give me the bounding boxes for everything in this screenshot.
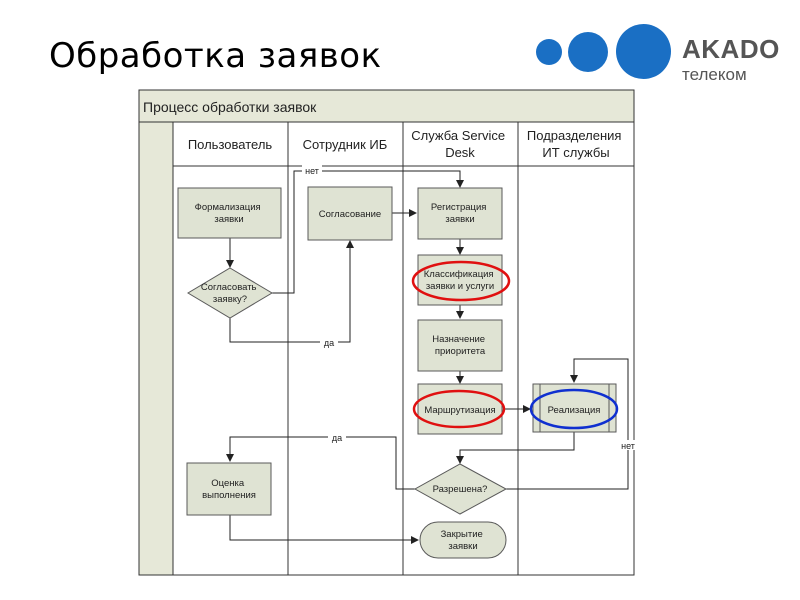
node-registration: Регистрация заявки <box>417 187 503 240</box>
highlight-ellipse-blue <box>529 388 619 430</box>
node-routing-label: Маршрутизация <box>424 405 495 416</box>
edge-label-yes-left: да <box>324 338 334 348</box>
node-approve-decision: Согласовать заявку? <box>187 267 273 319</box>
node-closing: Закрытие заявки <box>419 521 507 559</box>
company-logo: AKADO телеком <box>536 24 779 84</box>
node-classification: Классификация заявки и услуги <box>411 254 511 306</box>
edge-no-to-registration <box>272 170 464 294</box>
node-classification-label: Классификация заявки и услуги <box>424 269 496 292</box>
node-priority-label: Назначение приоритета <box>432 334 487 357</box>
edge-assessment-to-closing <box>229 515 419 544</box>
node-priority: Назначение приоритета <box>417 319 503 372</box>
node-formalize-label: Формализация заявки <box>195 202 264 225</box>
node-resolved-decision: Разрешена? <box>413 463 508 515</box>
node-realization-label: Реализация <box>548 405 601 416</box>
node-resolved-decision-label: Разрешена? <box>433 484 488 495</box>
edge-label-bg <box>302 165 322 175</box>
edge-label-no-right: нет <box>621 441 635 451</box>
node-registration-label: Регистрация заявки <box>431 202 489 225</box>
edge-yes-to-assessment <box>226 436 415 490</box>
diagram-title-bar <box>138 89 635 123</box>
diagram-title: Процесс обработки заявок <box>143 99 317 115</box>
lane-header-security: Сотрудник ИБ <box>303 137 388 152</box>
node-assessment-label: Оценка выполнения <box>202 478 256 501</box>
node-assessment: Оценка выполнения <box>186 462 272 516</box>
edge-label-no-top: нет <box>305 166 319 176</box>
edge-label-bg <box>618 440 638 450</box>
node-approval: Согласование <box>307 186 393 241</box>
edge-yes-to-approval <box>229 240 354 343</box>
edge-label-yes-bottom: да <box>332 433 342 443</box>
node-closing-label: Закрытие заявки <box>441 529 486 552</box>
logo-dot-small <box>536 39 562 65</box>
highlight-ellipse-red <box>411 260 511 302</box>
logo-brand-text: AKADO <box>682 34 780 64</box>
lane-header-user: Пользователь <box>188 137 273 152</box>
edge-realization-to-decision <box>456 432 575 464</box>
highlight-ellipse-red <box>412 389 506 429</box>
edge-label-bg <box>320 337 338 347</box>
logo-dot-large <box>616 24 671 79</box>
lane-header-servicedesk: Служба Service Desk <box>411 128 508 160</box>
node-realization: Реализация <box>529 383 619 433</box>
lane-header-it: Подразделения ИТ службы <box>527 128 625 160</box>
node-approval-label: Согласование <box>319 209 381 220</box>
node-approve-decision-label: Согласовать заявку? <box>201 282 259 305</box>
edge-no-to-realization <box>506 358 629 490</box>
node-routing: Маршрутизация <box>412 383 506 435</box>
edge-label-bg <box>328 432 346 442</box>
slide-title: Обработка заявок <box>49 36 382 76</box>
logo-subtitle-text: телеком <box>682 65 747 84</box>
node-formalize: Формализация заявки <box>177 187 282 239</box>
logo-dot-medium <box>568 32 608 72</box>
connectors <box>226 170 629 544</box>
left-strip <box>138 121 174 576</box>
